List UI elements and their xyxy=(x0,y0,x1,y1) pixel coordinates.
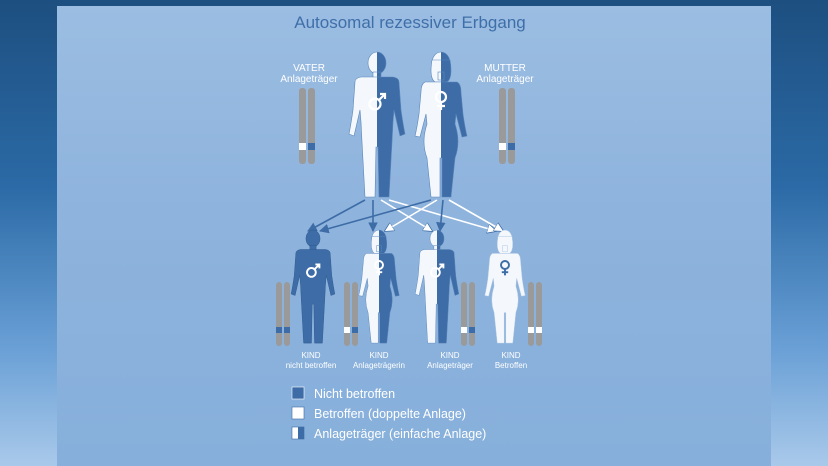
child-2-sublabel: Anlageträgerin xyxy=(353,361,405,370)
mother-chromosomes xyxy=(499,88,515,164)
legend-swatch-affected xyxy=(291,406,305,420)
child-2-label: KIND xyxy=(369,351,388,360)
mother-figure xyxy=(414,51,468,198)
child-4-sublabel: Betroffen xyxy=(495,361,527,370)
mother-sublabel: Anlageträger xyxy=(476,74,534,85)
child-2-figure xyxy=(358,229,400,344)
male-symbol-icon xyxy=(368,92,387,111)
child-4-chromosomes xyxy=(528,282,542,346)
legend-swatch-not-affected xyxy=(291,386,305,400)
child-4-figure xyxy=(484,229,526,344)
child-1-figure xyxy=(290,229,336,344)
child-1-sublabel: nicht betroffen xyxy=(286,361,337,370)
legend-label-carrier: Anlageträger (einfache Anlage) xyxy=(314,427,486,441)
child-3-chromosomes xyxy=(461,282,475,346)
child-4-label: KIND xyxy=(501,351,520,360)
diagram-title: Autosomal rezessiver Erbgang xyxy=(294,13,526,32)
legend-label-affected: Betroffen (doppelte Anlage) xyxy=(314,407,466,421)
child-2-chromosomes xyxy=(344,282,358,346)
father-chromosomes xyxy=(299,88,315,164)
female-symbol-icon xyxy=(374,260,384,276)
inheritance-arrows xyxy=(307,199,503,231)
female-symbol-icon xyxy=(434,90,448,110)
male-symbol-icon xyxy=(306,263,321,278)
child-1-label: KIND xyxy=(301,351,320,360)
mother-label: MUTTER xyxy=(484,63,526,74)
male-symbol-icon xyxy=(430,263,445,278)
legend-swatch-carrier-half xyxy=(298,427,304,439)
female-symbol-icon xyxy=(500,260,510,276)
child-3-sublabel: Anlageträger xyxy=(427,361,473,370)
child-3-figure xyxy=(414,229,460,344)
child-3-label: KIND xyxy=(440,351,459,360)
legend: Nicht betroffen Betroffen (doppelte Anla… xyxy=(291,386,486,441)
father-sublabel: Anlageträger xyxy=(280,74,338,85)
father-figure xyxy=(348,51,406,198)
child-1-chromosomes xyxy=(276,282,290,346)
diagram-panel xyxy=(57,6,771,466)
legend-label-not-affected: Nicht betroffen xyxy=(314,387,395,401)
father-label: VATER xyxy=(293,63,325,74)
